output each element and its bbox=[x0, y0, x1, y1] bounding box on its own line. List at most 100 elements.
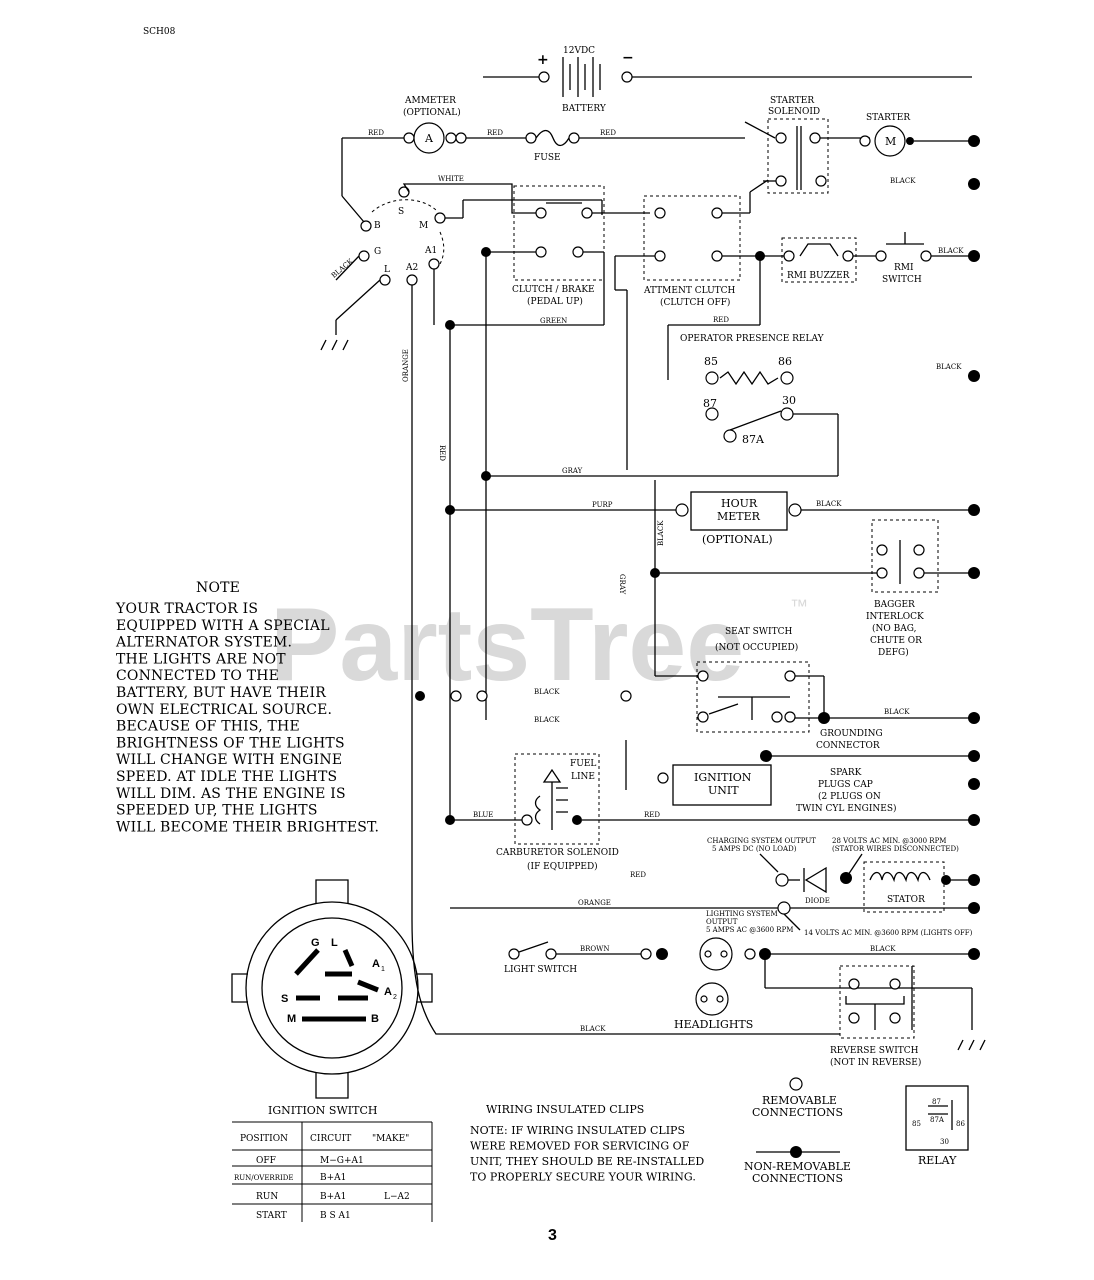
headlights: HEADLIGHTS bbox=[674, 937, 753, 1031]
legend-relay-86: 86 bbox=[956, 1120, 965, 1128]
note-line-8: BECAUSE OF THIS, THE bbox=[116, 719, 300, 735]
clips-line-2: WERE REMOVED FOR SERVICING OF bbox=[470, 1140, 690, 1153]
ammeter-title: AMMETER bbox=[404, 96, 456, 106]
ign-table-header-2: CIRCUIT bbox=[310, 1134, 351, 1144]
diode-label: DIODE bbox=[805, 897, 830, 905]
rmi-buzzer-label: RMI BUZZER bbox=[787, 271, 850, 281]
wire-red-label-1: RED bbox=[368, 129, 384, 137]
clutch-brake-line2: (PEDAL UP) bbox=[527, 296, 583, 307]
face-b: B bbox=[371, 1013, 379, 1025]
relay-87: 87 bbox=[703, 397, 717, 410]
face-a1-sub: 1 bbox=[381, 966, 385, 973]
relay-87a: 87A bbox=[742, 433, 765, 446]
lighting-ac-min: 14 VOLTS AC MIN. @3600 RPM (LIGHTS OFF) bbox=[804, 929, 973, 937]
ign-term-m: M bbox=[419, 221, 428, 231]
ign-term-a2: A2 bbox=[405, 263, 418, 273]
reverse-line1: REVERSE SWITCH bbox=[830, 1046, 919, 1056]
battery-minus: − bbox=[622, 50, 634, 66]
bagger-interlock: BAGGER INTERLOCK (NO BAG, CHUTE OR DEFG) bbox=[866, 519, 939, 658]
note-line-13: SPEEDED UP, THE LIGHTS bbox=[116, 803, 318, 819]
reverse-switch: REVERSE SWITCH (NOT IN REVERSE) bbox=[830, 965, 921, 1068]
wire-black-hour: BLACK bbox=[816, 500, 842, 508]
charging-ac-1: 28 VOLTS AC MIN. @3000 RPM bbox=[832, 837, 946, 845]
wire-orange-label: ORANGE bbox=[578, 899, 611, 907]
starter-solenoid-line1: STARTER bbox=[770, 96, 814, 106]
ign-term-a1: A1 bbox=[424, 246, 437, 256]
clutch-brake-switch: CLUTCH / BRAKE (PEDAL UP) bbox=[512, 185, 605, 307]
wire-gray-label: GRAY bbox=[562, 467, 583, 475]
wire-red-charge: RED bbox=[630, 871, 646, 879]
spark-line3: (2 PLUGS ON bbox=[818, 791, 881, 802]
starter-solenoid-line2: SOLENOID bbox=[768, 107, 820, 117]
seat-switch-line2: (NOT OCCUPIED) bbox=[715, 642, 798, 653]
ignition-switch-face: G L A 1 S A 2 M B bbox=[231, 879, 433, 1099]
ign-table-cell-4-2: B S A1 bbox=[320, 1211, 351, 1221]
note-line-5: CONNECTED TO THE bbox=[116, 668, 279, 684]
ammeter-symbol: A bbox=[424, 132, 434, 145]
spark-line2: PLUGS CAP bbox=[818, 780, 873, 790]
note-line-3: ALTERNATOR SYSTEM. bbox=[115, 635, 292, 651]
note-line-2: EQUIPPED WITH A SPECIAL bbox=[116, 618, 330, 634]
ign-table-cell-2-2: B+A1 bbox=[320, 1173, 346, 1183]
wire-orange-vertical: ORANGE bbox=[402, 349, 410, 382]
hour-meter-line2: METER bbox=[717, 510, 761, 523]
watermark: PartsTree bbox=[270, 587, 744, 703]
wire-black-bottom: BLACK bbox=[580, 1025, 606, 1033]
page-code: SCH08 bbox=[143, 27, 176, 37]
wire-brown-label: BROWN bbox=[580, 945, 609, 953]
note-line-4: THE LIGHTS ARE NOT bbox=[116, 651, 286, 667]
lighting-out-3: 5 AMPS AC @3600 RPM bbox=[706, 926, 793, 934]
clips-line-4: TO PROPERLY SECURE YOUR WIRING. bbox=[470, 1171, 696, 1184]
ignition-terminals: S B M G L A2 A1 bbox=[341, 138, 446, 286]
attachment-clutch-line2: (CLUTCH OFF) bbox=[660, 297, 730, 308]
legend-relay-87: 87 bbox=[932, 1098, 941, 1106]
starter-label: STARTER bbox=[866, 113, 910, 123]
wire-black-ign: BLACK bbox=[330, 257, 355, 280]
hour-meter-line1: HOUR bbox=[721, 497, 758, 510]
relay-86: 86 bbox=[778, 355, 792, 368]
wire-green-label: GREEN bbox=[540, 317, 567, 325]
ign-table-cell-3-1: RUN bbox=[256, 1192, 278, 1202]
note-line-7: OWN ELECTRICAL SOURCE. bbox=[116, 702, 332, 718]
reverse-line2: (NOT IN REVERSE) bbox=[830, 1057, 921, 1068]
battery: + − 12VDC BATTERY bbox=[483, 46, 972, 114]
wire-black-relay: BLACK bbox=[936, 363, 962, 371]
ign-table-cell-3-3: L−A2 bbox=[384, 1192, 410, 1202]
legend-removable-1: REMOVABLE bbox=[762, 1094, 837, 1107]
wire-purple-label: PURP bbox=[592, 501, 613, 509]
wire-red-carb: RED bbox=[644, 811, 660, 819]
battery-label: BATTERY bbox=[562, 104, 607, 114]
wire-red-label-3: RED bbox=[600, 129, 616, 137]
light-switch-label: LIGHT SWITCH bbox=[504, 965, 577, 975]
bagger-line1: BAGGER bbox=[874, 600, 915, 610]
face-a2: A bbox=[384, 986, 392, 998]
legend-relay-label: RELAY bbox=[918, 1154, 957, 1167]
seat-switch-line1: SEAT SWITCH bbox=[725, 627, 792, 637]
legend-relay-87a: 87A bbox=[930, 1116, 945, 1124]
light-switch: LIGHT SWITCH bbox=[504, 941, 577, 975]
legend: REMOVABLE CONNECTIONS NON-REMOVABLE CONN… bbox=[744, 1077, 969, 1185]
ammeter: AMMETER (OPTIONAL) A bbox=[403, 96, 467, 154]
wire-blue-label: BLUE bbox=[473, 811, 493, 819]
face-a1: A bbox=[372, 958, 380, 970]
relay-title: OPERATOR PRESENCE RELAY bbox=[680, 334, 825, 344]
relay-30: 30 bbox=[782, 394, 796, 407]
lighting-out-1: LIGHTING SYSTEM bbox=[706, 910, 778, 918]
clips-title: WIRING INSULATED CLIPS bbox=[486, 1103, 644, 1116]
grounding-line2: CONNECTOR bbox=[816, 741, 880, 751]
seat-switch: SEAT SWITCH (NOT OCCUPIED) bbox=[696, 627, 810, 733]
charging-ac-2: (STATOR WIRES DISCONNECTED) bbox=[832, 845, 959, 853]
battery-plus: + bbox=[537, 52, 549, 68]
bagger-line2: INTERLOCK bbox=[866, 612, 924, 622]
legend-relay-85: 85 bbox=[912, 1120, 921, 1128]
face-m: M bbox=[287, 1013, 296, 1025]
rmi-buzzer: RMI BUZZER bbox=[781, 237, 857, 283]
bagger-line5: DEFG) bbox=[878, 647, 909, 658]
spark-line4: TWIN CYL ENGINES) bbox=[796, 803, 897, 814]
wire-gray-vertical: GRAY bbox=[618, 574, 626, 595]
spark-line1: SPARK bbox=[830, 768, 862, 778]
operator-presence-relay: OPERATOR PRESENCE RELAY 85 86 87 30 87A bbox=[680, 334, 825, 446]
